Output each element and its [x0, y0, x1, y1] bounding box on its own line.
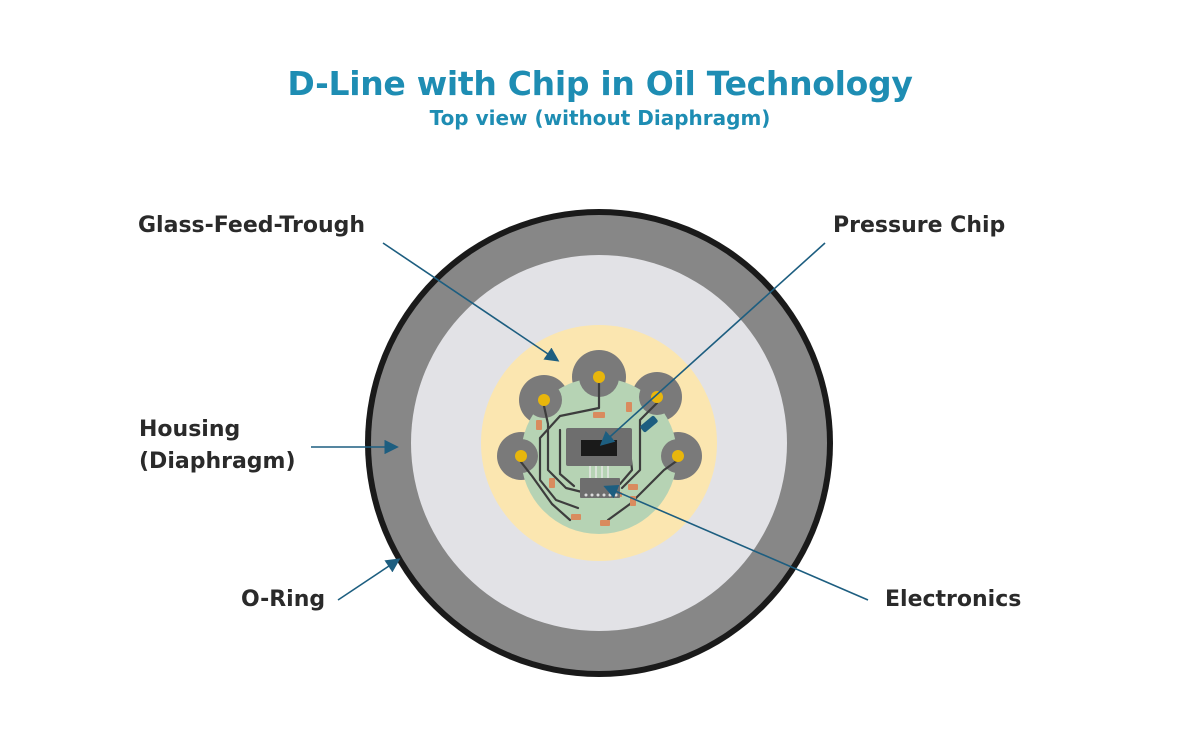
label-pressure-chip: Pressure Chip: [833, 213, 1006, 238]
resistor-component: [640, 415, 658, 433]
label-electronics: Electronics: [885, 587, 1022, 612]
label-housing: Housing: [139, 417, 241, 442]
pcb-traces: [519, 382, 680, 522]
diagram-subtitle: Top view (without Diaphragm): [429, 106, 771, 130]
label-glass-feed-trough: Glass-Feed-Trough: [138, 213, 366, 238]
leader-pressure-chip: [599, 242, 826, 446]
leader-lines: [311, 242, 869, 601]
leader-o-ring: [337, 558, 401, 601]
leader-glass-feed-trough: [382, 242, 560, 362]
leader-electronics: [603, 484, 869, 601]
diagram-title: D-Line with Chip in Oil Technology: [287, 64, 913, 103]
label-housing-diaphragm: (Diaphragm): [139, 449, 296, 474]
label-o-ring: O-Ring: [241, 587, 326, 612]
pressure-chip-core: [581, 440, 617, 456]
bond-wires: [589, 466, 609, 480]
feedthrough-pins: [515, 371, 684, 462]
